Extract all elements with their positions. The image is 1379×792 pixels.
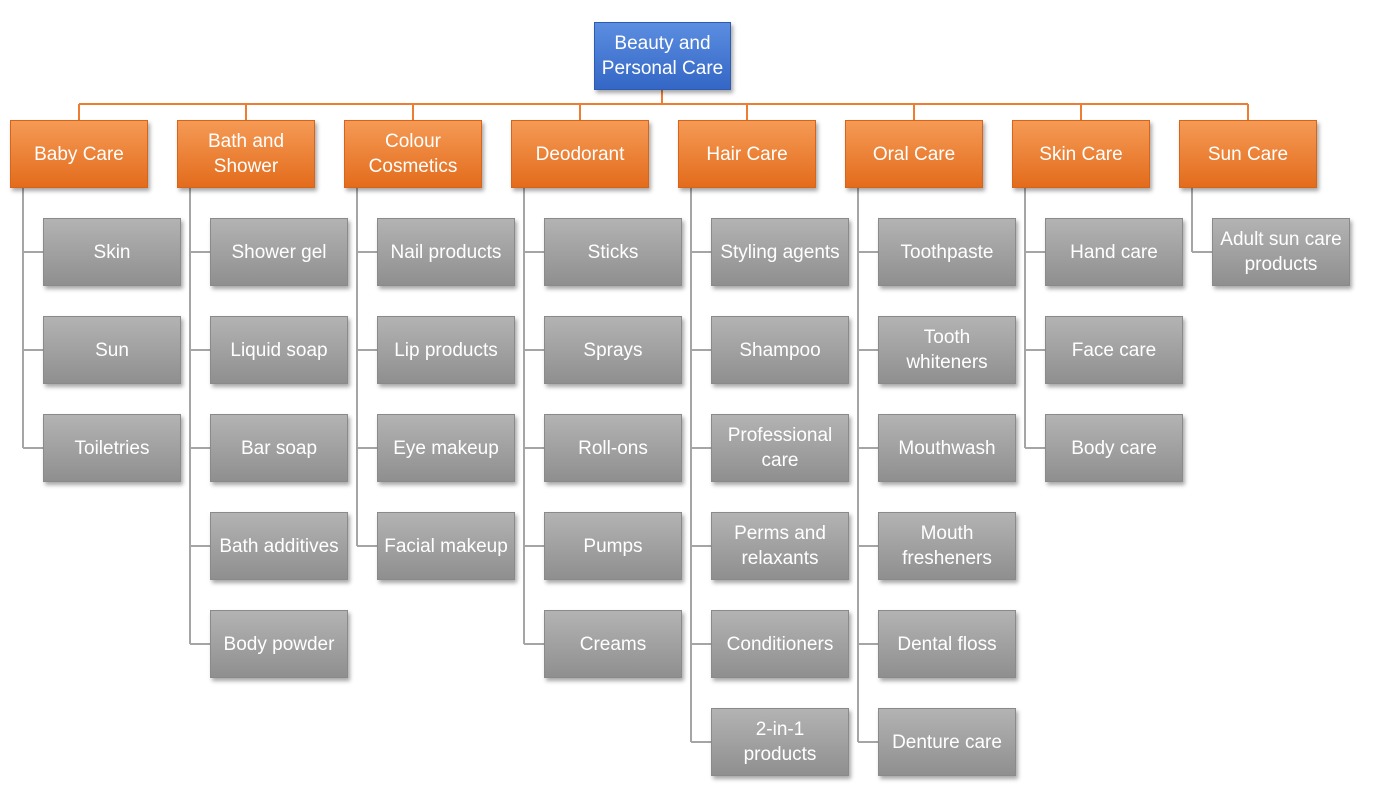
leaf-label: Denture care <box>892 731 1002 753</box>
category-node: Hair Care <box>678 120 816 188</box>
leaf-node: Nail products <box>377 218 515 286</box>
category-label: Bath and Shower <box>207 131 285 177</box>
leaf-node: Tooth whiteners <box>878 316 1016 384</box>
category-label: Sun Care <box>1207 143 1289 165</box>
leaf-node: Shampoo <box>711 316 849 384</box>
category-node: Bath and Shower <box>177 120 315 188</box>
leaf-node: Denture care <box>878 708 1016 776</box>
leaf-node: Face care <box>1045 316 1183 384</box>
leaf-label: Perms and relaxants <box>734 523 826 569</box>
leaf-label: Hand care <box>1070 241 1158 263</box>
leaf-node: Eye makeup <box>377 414 515 482</box>
category-label: Skin Care <box>1039 143 1123 165</box>
leaf-node: Perms and relaxants <box>711 512 849 580</box>
leaf-label: Liquid soap <box>230 339 328 361</box>
leaf-label: Bar soap <box>240 437 318 459</box>
leaf-label: Tooth whiteners <box>906 327 988 373</box>
category-node: Deodorant <box>511 120 649 188</box>
leaf-label: Body powder <box>223 633 335 655</box>
leaf-label: Shower gel <box>231 241 327 263</box>
leaf-node: Liquid soap <box>210 316 348 384</box>
leaf-label: Lip products <box>394 339 498 361</box>
leaf-node: Hand care <box>1045 218 1183 286</box>
leaf-label: Roll-ons <box>578 437 648 459</box>
leaf-node: Mouth fresheners <box>878 512 1016 580</box>
leaf-node: Sun <box>43 316 181 384</box>
leaf-node: Professional care <box>711 414 849 482</box>
root-node: Beauty and Personal Care <box>594 22 731 90</box>
category-node: Oral Care <box>845 120 983 188</box>
category-label: Hair Care <box>706 143 788 165</box>
leaf-label: Pumps <box>583 535 643 557</box>
leaf-node: Toiletries <box>43 414 181 482</box>
leaf-node: Shower gel <box>210 218 348 286</box>
leaf-node: Toothpaste <box>878 218 1016 286</box>
leaf-label: Toothpaste <box>900 241 994 263</box>
leaf-label: Sticks <box>587 241 639 263</box>
leaf-node: Roll-ons <box>544 414 682 482</box>
leaf-label: Adult sun care products <box>1220 229 1342 275</box>
leaf-label: Conditioners <box>726 633 834 655</box>
leaf-node: Creams <box>544 610 682 678</box>
leaf-node: Facial makeup <box>377 512 515 580</box>
category-node: Baby Care <box>10 120 148 188</box>
category-label: Deodorant <box>535 143 625 165</box>
leaf-node: Styling agents <box>711 218 849 286</box>
leaf-label: Body care <box>1071 437 1157 459</box>
root-node-label: Beauty and Personal Care <box>601 33 724 79</box>
leaf-node: 2-in-1 products <box>711 708 849 776</box>
leaf-label: Dental floss <box>897 633 997 655</box>
leaf-node: Skin <box>43 218 181 286</box>
leaf-label: Sprays <box>583 339 643 361</box>
category-node: Colour Cosmetics <box>344 120 482 188</box>
leaf-label: Sun <box>95 339 129 361</box>
leaf-label: Creams <box>579 633 647 655</box>
leaf-label: 2-in-1 products <box>743 719 817 765</box>
leaf-label: Toiletries <box>74 437 150 459</box>
leaf-label: Mouth fresheners <box>902 523 992 569</box>
leaf-node: Body powder <box>210 610 348 678</box>
leaf-label: Nail products <box>390 241 502 263</box>
leaf-label: Shampoo <box>739 339 821 361</box>
category-label: Colour Cosmetics <box>368 131 458 177</box>
leaf-node: Body care <box>1045 414 1183 482</box>
leaf-label: Bath additives <box>219 535 339 557</box>
leaf-label: Face care <box>1071 339 1157 361</box>
category-node: Skin Care <box>1012 120 1150 188</box>
leaf-node: Mouthwash <box>878 414 1016 482</box>
leaf-label: Skin <box>93 241 131 263</box>
leaf-label: Styling agents <box>720 241 840 263</box>
leaf-node: Pumps <box>544 512 682 580</box>
leaf-node: Sprays <box>544 316 682 384</box>
category-label: Oral Care <box>872 143 956 165</box>
leaf-node: Adult sun care products <box>1212 218 1350 286</box>
leaf-node: Sticks <box>544 218 682 286</box>
leaf-label: Eye makeup <box>393 437 499 459</box>
leaf-label: Professional care <box>727 425 833 471</box>
leaf-node: Conditioners <box>711 610 849 678</box>
leaf-node: Bar soap <box>210 414 348 482</box>
category-label: Baby Care <box>34 143 124 165</box>
leaf-node: Dental floss <box>878 610 1016 678</box>
leaf-node: Bath additives <box>210 512 348 580</box>
leaf-node: Lip products <box>377 316 515 384</box>
leaf-label: Facial makeup <box>384 535 508 557</box>
leaf-label: Mouthwash <box>898 437 996 459</box>
category-node: Sun Care <box>1179 120 1317 188</box>
